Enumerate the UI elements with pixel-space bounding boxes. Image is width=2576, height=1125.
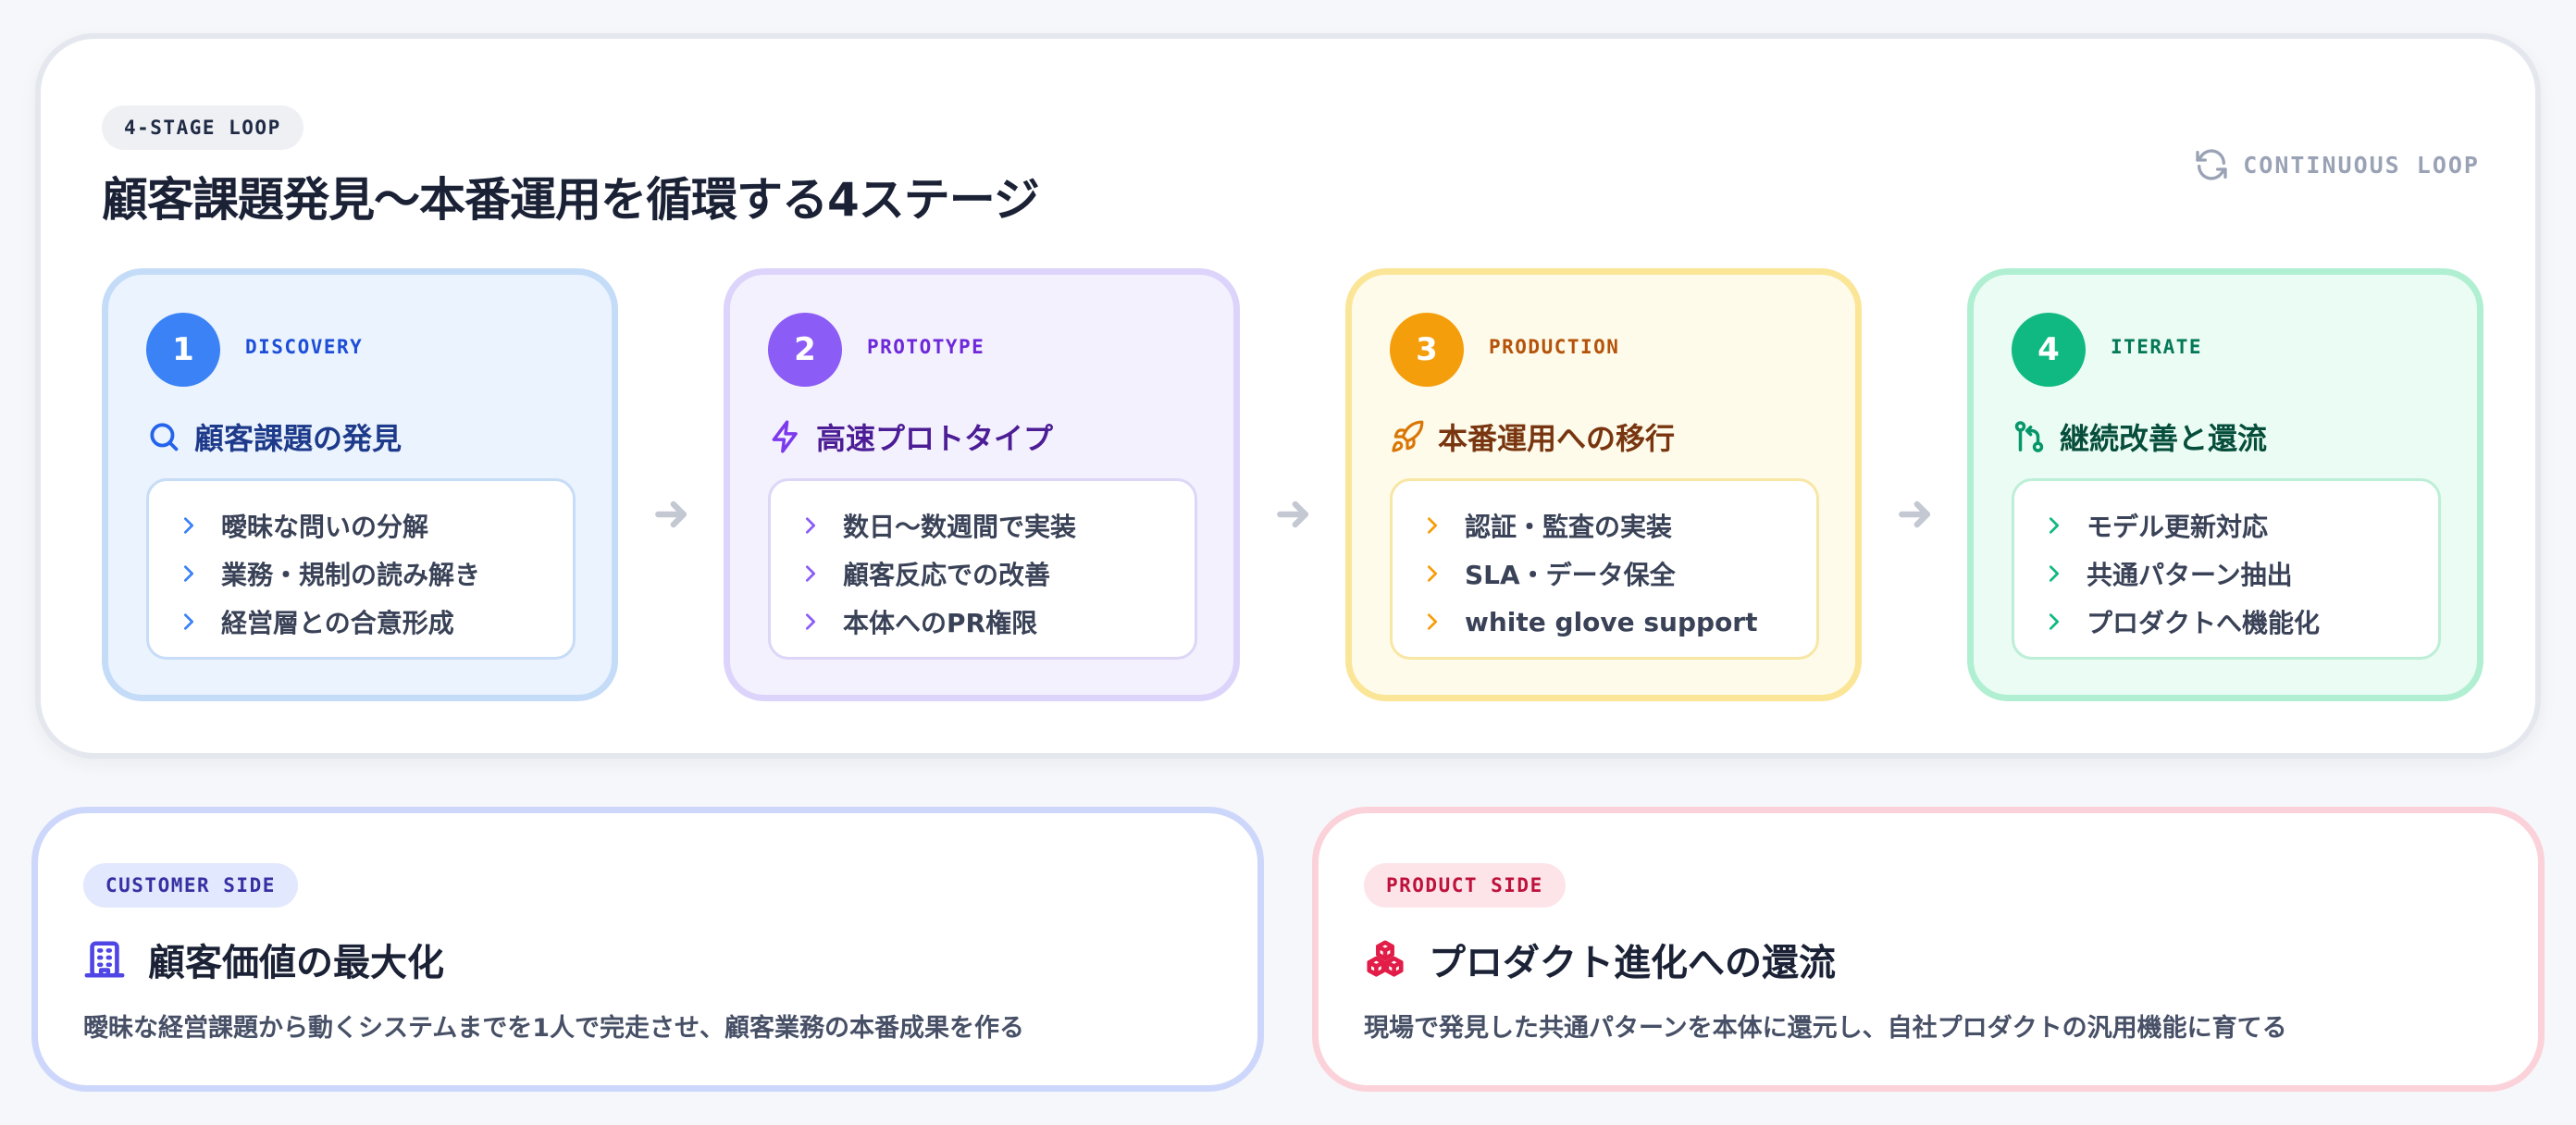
- list-item: 曖昧な問いの分解: [179, 501, 573, 550]
- git-compare-icon: [2014, 421, 2044, 452]
- list-item: 共通パターン抽出: [2044, 550, 2438, 598]
- stage-items: 認証・監査の実装 SLA・データ保全 white glove support: [1390, 478, 1819, 660]
- stage-key: DISCOVERY: [245, 336, 364, 358]
- stage-title: 継続改善と還流: [2060, 421, 2268, 456]
- stage-title: 顧客課題の発見: [194, 421, 402, 456]
- four-stage-loop-panel: 4-STAGE LOOP 顧客課題発見〜本番運用を循環する4ステージ CONTI…: [35, 33, 2541, 759]
- stage-card-production: 3 PRODUCTION 本番運用への移行 認証・監査の実装 SLA・データ保全…: [1345, 268, 1862, 701]
- refresh-icon: [2196, 149, 2227, 180]
- chevron-right-icon: [805, 613, 816, 630]
- rocket-icon: [1392, 420, 1424, 452]
- chevron-right-icon: [2049, 565, 2060, 582]
- product-side-panel: PRODUCT SIDE プロダクト進化への還流 現場で発見した共通パターンを本…: [1312, 807, 2545, 1092]
- chevron-right-icon: [183, 613, 194, 630]
- list-item: 業務・規制の読み解き: [179, 550, 573, 598]
- boxes-icon: [1367, 940, 1404, 977]
- chevron-right-icon: [183, 565, 194, 582]
- arrow-right-icon: [1277, 501, 1309, 528]
- stage-key: PROTOTYPE: [867, 336, 985, 358]
- stage-number: 2: [768, 313, 842, 387]
- product-side-title: プロダクト進化への還流: [1429, 942, 1836, 984]
- stage-card-iterate: 4 ITERATE 継続改善と還流 モデル更新対応 共通パターン抽出 プロダクト…: [1967, 268, 2483, 701]
- product-side-description: 現場で発見した共通パターンを本体に還元し、自社プロダクトの汎用機能に育てる: [1364, 1014, 2287, 1043]
- stage-number: 4: [2012, 313, 2086, 387]
- chevron-right-icon: [805, 517, 816, 534]
- customer-side-tag: CUSTOMER SIDE: [83, 863, 298, 908]
- stage-items: モデル更新対応 共通パターン抽出 プロダクトへ機能化: [2012, 478, 2441, 660]
- list-item: モデル更新対応: [2044, 501, 2438, 550]
- list-item: プロダクトへ機能化: [2044, 598, 2438, 646]
- stage-title: 本番運用への移行: [1438, 421, 1676, 456]
- stage-card-discovery: 1 DISCOVERY 顧客課題の発見 曖昧な問いの分解 業務・規制の読み解き …: [102, 268, 618, 701]
- stage-card-prototype: 2 PROTOTYPE 高速プロトタイプ 数日〜数週間で実装 顧客反応での改善 …: [724, 268, 1240, 701]
- list-item: 本体へのPR権限: [800, 598, 1195, 646]
- stage-key: ITERATE: [2111, 336, 2203, 358]
- product-side-header: プロダクト進化への還流: [1364, 932, 1836, 987]
- lightning-icon: [772, 420, 798, 453]
- loop-label: CONTINUOUS LOOP: [2243, 151, 2480, 179]
- customer-side-description: 曖昧な経営課題から動くシステムまでを1人で完走させ、顧客業務の本番成果を作る: [83, 1014, 1024, 1043]
- list-item: 経営層との合意形成: [179, 598, 573, 646]
- customer-side-header: 顧客価値の最大化: [83, 932, 444, 987]
- stage-loop-tag: 4-STAGE LOOP: [102, 105, 303, 150]
- chevron-right-icon: [1427, 565, 1438, 582]
- chevron-right-icon: [2049, 517, 2060, 534]
- arrow-right-icon: [1899, 501, 1931, 528]
- chevron-right-icon: [1427, 517, 1438, 534]
- chevron-right-icon: [1427, 613, 1438, 630]
- stage-header: 本番運用への移行: [1390, 414, 1675, 460]
- stage-header: 高速プロトタイプ: [768, 414, 1053, 460]
- stage-key: PRODUCTION: [1489, 336, 1620, 358]
- page-title: 顧客課題発見〜本番運用を循環する4ステージ: [102, 173, 1040, 227]
- chevron-right-icon: [805, 565, 816, 582]
- product-side-tag: PRODUCT SIDE: [1364, 863, 1566, 908]
- customer-side-title: 顧客価値の最大化: [148, 942, 444, 984]
- stage-header: 継続改善と還流: [2012, 414, 2267, 460]
- stage-number: 1: [146, 313, 220, 387]
- stage-number: 3: [1390, 313, 1464, 387]
- list-item: 顧客反応での改善: [800, 550, 1195, 598]
- list-item: 数日〜数週間で実装: [800, 501, 1195, 550]
- stage-items: 曖昧な問いの分解 業務・規制の読み解き 経営層との合意形成: [146, 478, 576, 660]
- continuous-loop-indicator: CONTINUOUS LOOP: [2193, 142, 2480, 187]
- list-item: 認証・監査の実装: [1422, 501, 1816, 550]
- list-item: SLA・データ保全: [1422, 550, 1816, 598]
- stage-header: 顧客課題の発見: [146, 414, 402, 460]
- list-item: white glove support: [1422, 598, 1816, 646]
- search-icon: [150, 423, 179, 451]
- chevron-right-icon: [2049, 613, 2060, 630]
- arrow-right-icon: [655, 501, 687, 528]
- customer-side-panel: CUSTOMER SIDE 顧客価値の最大化 曖昧な経営課題から動くシステムまで…: [31, 807, 1264, 1092]
- building-icon: [84, 941, 125, 978]
- stage-title: 高速プロトタイプ: [816, 421, 1054, 456]
- stage-items: 数日〜数週間で実装 顧客反応での改善 本体へのPR権限: [768, 478, 1197, 660]
- chevron-right-icon: [183, 517, 194, 534]
